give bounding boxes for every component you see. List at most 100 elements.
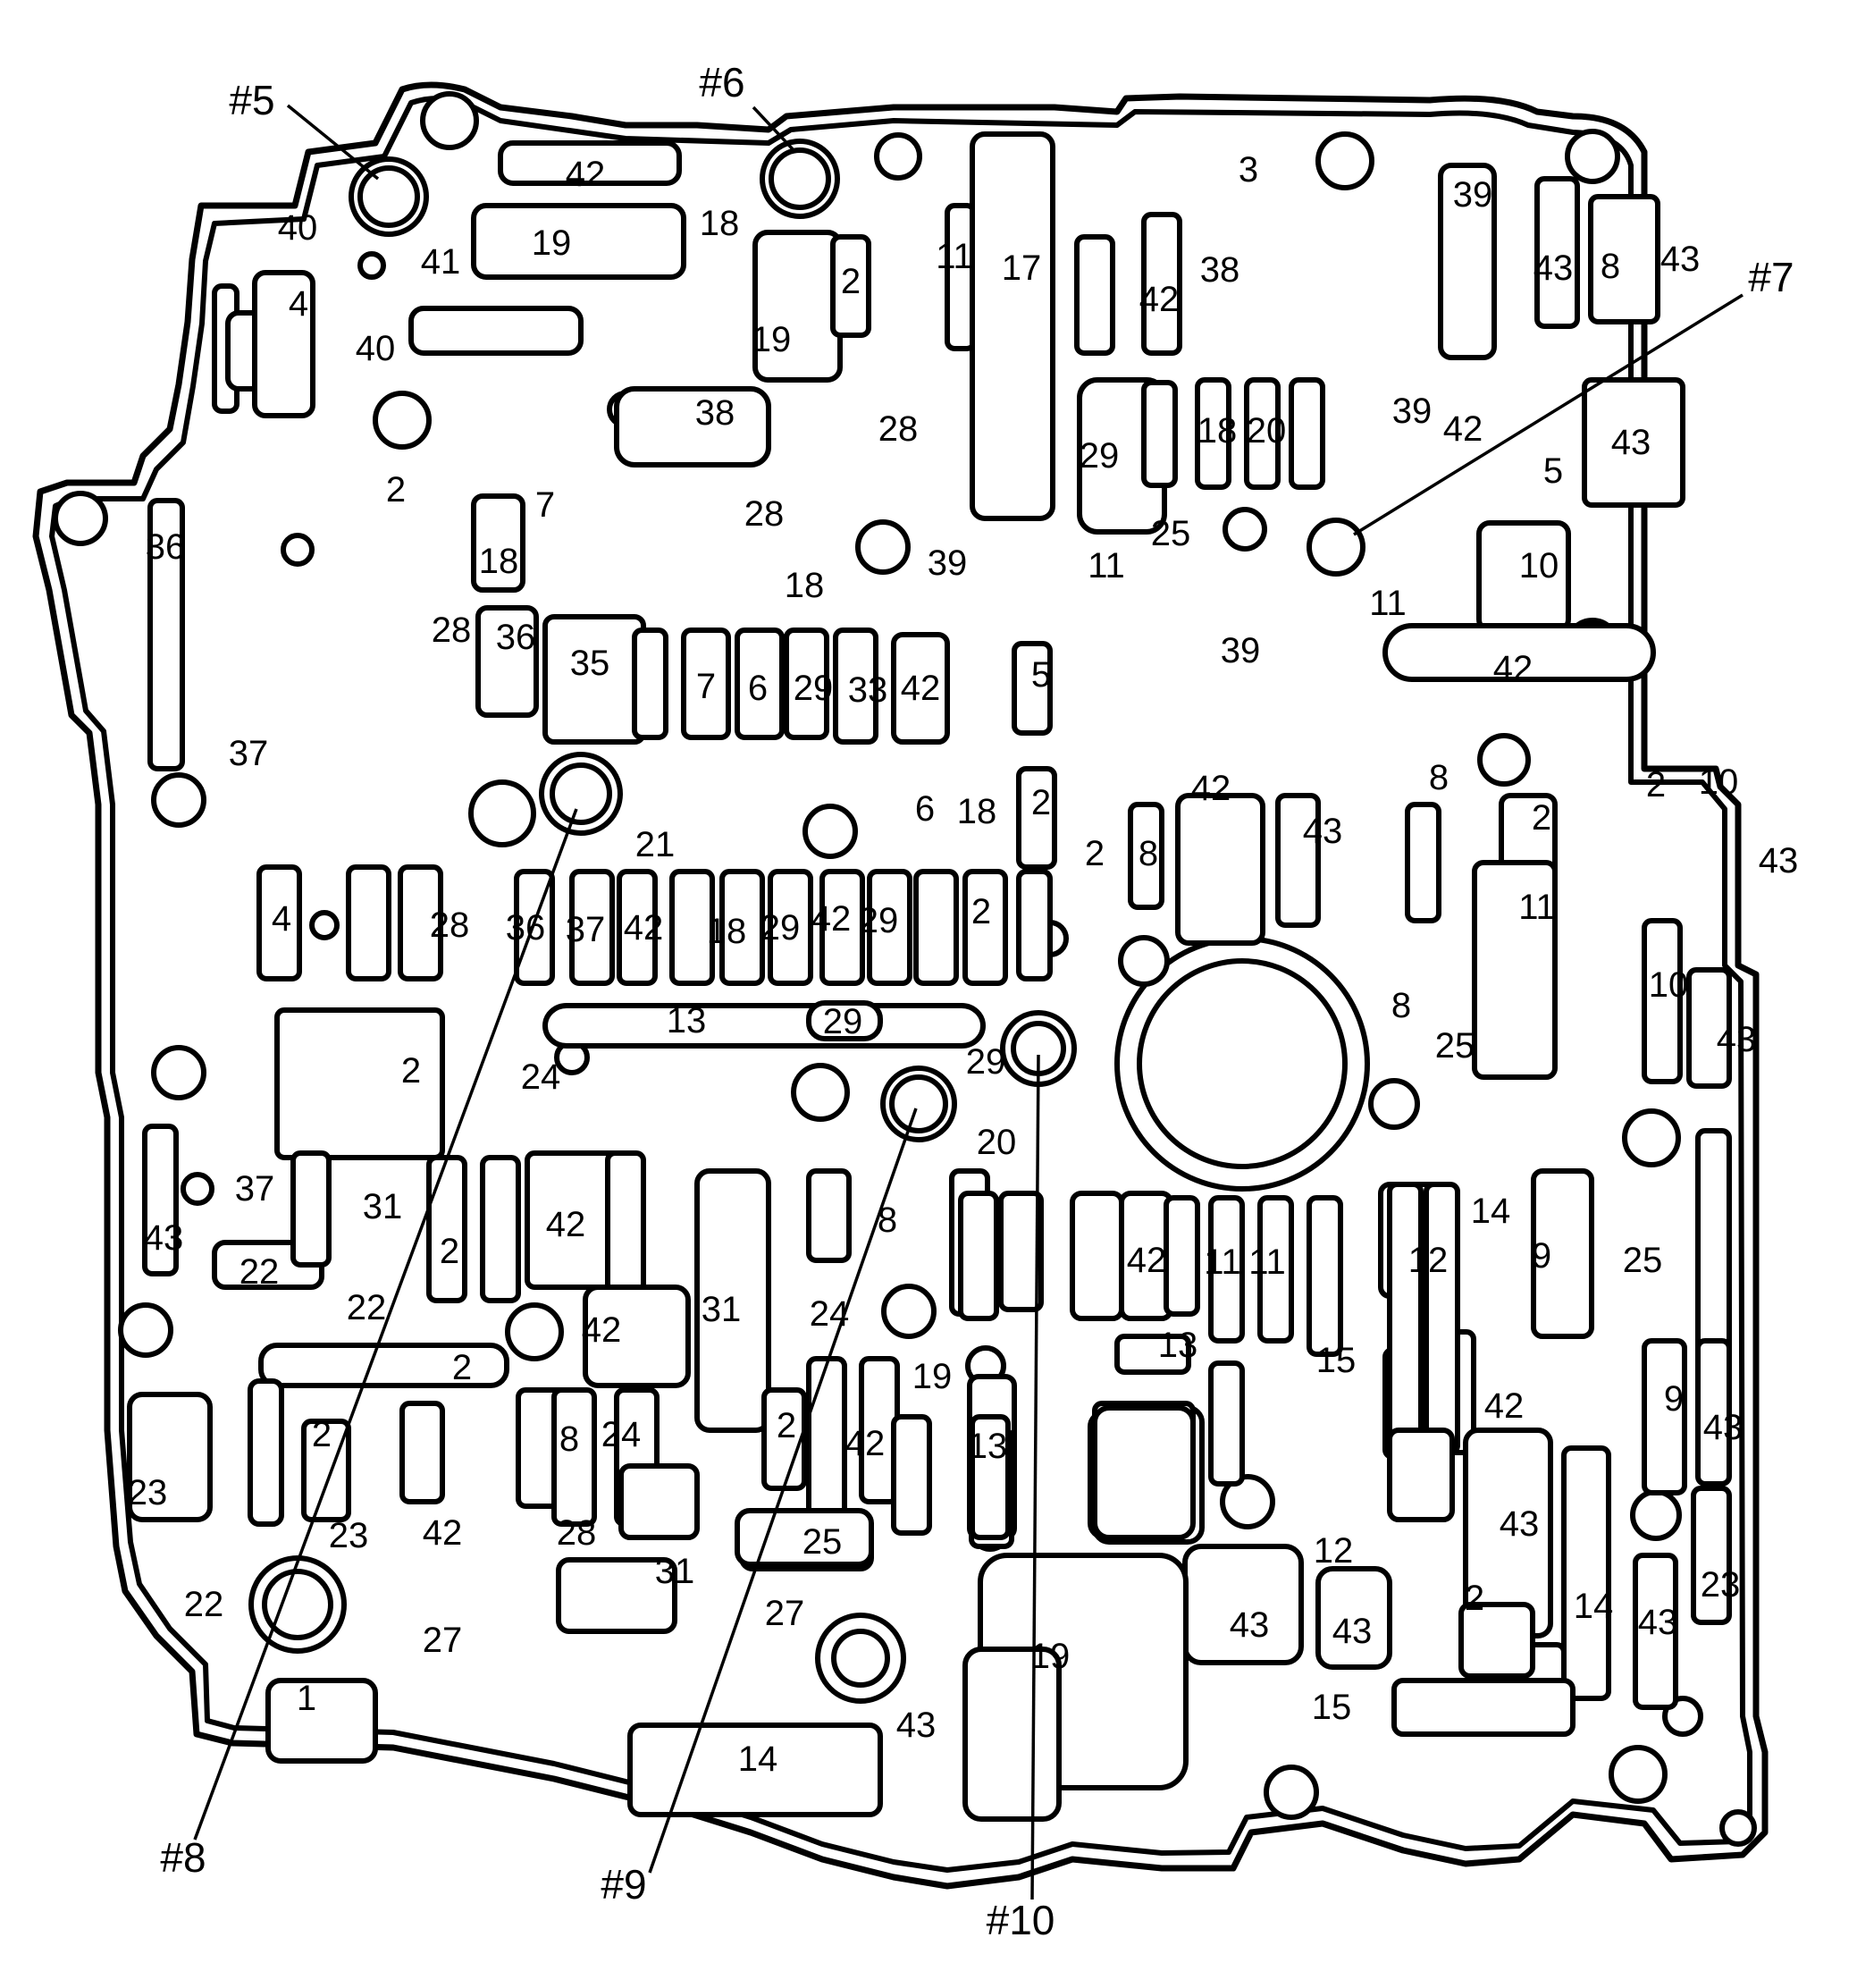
- passage-label: 15: [1316, 1341, 1357, 1380]
- passage-label: 8: [559, 1419, 579, 1459]
- passage-label: 42: [1139, 280, 1180, 319]
- passage-label: 19: [752, 320, 792, 359]
- passage-label: 5: [1543, 451, 1563, 491]
- passage-label: 2: [971, 892, 991, 931]
- passage-label: 22: [347, 1288, 387, 1327]
- passage-label: 7: [535, 485, 555, 525]
- passage-label: 43: [1759, 841, 1799, 880]
- passage-label: 37: [235, 1169, 275, 1209]
- passage-label: 20: [1247, 411, 1287, 451]
- bolt-holes: [53, 91, 1757, 1847]
- passage-label: 22: [184, 1585, 224, 1624]
- passage-label: 18: [700, 204, 740, 243]
- passage-labels: 42 40 19 18 41 2 11 17 42 38 3 39 43 8 4…: [128, 150, 1799, 1779]
- passage-label: 28: [557, 1513, 597, 1553]
- passage-label: 43: [1611, 423, 1651, 462]
- passage-label: 18: [479, 542, 519, 581]
- passage-label: 24: [601, 1415, 642, 1454]
- passage-label: 1: [297, 1679, 316, 1718]
- passage-label: 31: [363, 1187, 403, 1226]
- passage-label: 6: [915, 789, 935, 829]
- passage-label: 43: [896, 1706, 937, 1745]
- passage-label: 2: [1465, 1579, 1484, 1618]
- passage-label: 2: [777, 1406, 796, 1445]
- passage-label: 42: [811, 899, 852, 939]
- passage-label: 42: [845, 1424, 886, 1463]
- passage-label: 17: [1002, 248, 1042, 288]
- passage-label: 31: [702, 1290, 742, 1329]
- passage-label: 21: [635, 825, 676, 864]
- passage-label: 2: [1646, 765, 1666, 804]
- passage-label: 43: [1332, 1612, 1373, 1651]
- central-bore: [1137, 958, 1348, 1169]
- passage-label: 11: [1369, 584, 1407, 623]
- callout-9: #9: [601, 1861, 646, 1908]
- passage-label: 23: [1701, 1565, 1741, 1605]
- passage-label: 38: [695, 393, 735, 433]
- passage-label: 40: [278, 208, 318, 248]
- passage-label: 43: [1717, 1020, 1757, 1059]
- callout-5: #5: [229, 77, 274, 123]
- passage-label: 14: [1471, 1192, 1511, 1231]
- passage-label: 25: [1623, 1241, 1663, 1280]
- passage-label: 8: [1391, 986, 1411, 1025]
- passage-label: 5: [1031, 655, 1051, 695]
- passage-label: 27: [765, 1594, 805, 1633]
- passage-label: 3: [1239, 150, 1258, 190]
- passage-label: 43: [144, 1218, 184, 1258]
- passage-label: 42: [1484, 1386, 1525, 1426]
- passage-label: 4: [289, 284, 308, 324]
- valve-body-inner-outline: [49, 96, 1752, 1873]
- passage-label: 2: [1031, 783, 1051, 822]
- passage-label: 36: [146, 527, 186, 567]
- passage-label: 28: [878, 409, 919, 449]
- callout-leaders: [193, 104, 1744, 1900]
- passage-label: 11: [1204, 1242, 1241, 1282]
- passage-label: 12: [1314, 1531, 1354, 1571]
- passage-label: 43: [1533, 248, 1574, 288]
- passage-label: 43: [1500, 1504, 1540, 1544]
- passage-label: 29: [760, 908, 801, 948]
- valve-body-outline: [32, 81, 1769, 1890]
- passage-label: 39: [928, 543, 968, 583]
- passage-label: 11: [1248, 1242, 1286, 1282]
- passage-label: 19: [1030, 1637, 1071, 1676]
- passage-label: 10: [1699, 762, 1739, 802]
- callout-8: #8: [160, 1834, 206, 1881]
- passage-label: 29: [966, 1042, 1006, 1082]
- callout-7: #7: [1748, 254, 1794, 300]
- passage-label: 15: [1312, 1688, 1352, 1727]
- passage-label: 25: [1435, 1026, 1475, 1066]
- passage-label: 42: [546, 1205, 586, 1244]
- passage-label: 42: [582, 1310, 622, 1350]
- passage-label: 23: [329, 1516, 369, 1555]
- passage-label: 29: [859, 901, 899, 940]
- passage-label: 25: [802, 1522, 843, 1562]
- passage-label: 43: [1230, 1605, 1270, 1645]
- passage-label: 24: [521, 1057, 561, 1097]
- passage-label: 43: [1638, 1603, 1678, 1642]
- passage-label: 39: [1453, 175, 1493, 215]
- passage-label: 2: [401, 1051, 421, 1091]
- passage-label: 8: [1601, 247, 1620, 286]
- passage-label: 23: [128, 1473, 168, 1512]
- passage-label: 22: [239, 1252, 280, 1292]
- passage-label: 7: [696, 667, 716, 706]
- passage-label: 37: [229, 734, 269, 773]
- passage-label: 8: [1139, 834, 1158, 873]
- passage-label: 40: [356, 329, 396, 368]
- passage-label: 37: [566, 910, 606, 949]
- passage-label: 43: [1660, 240, 1701, 279]
- passage-label: 13: [1158, 1326, 1198, 1365]
- passage-label: 41: [421, 242, 461, 282]
- passage-label: 12: [1408, 1241, 1449, 1280]
- passage-label: 18: [707, 912, 747, 951]
- passage-label: 28: [432, 611, 472, 650]
- passage-label: 2: [386, 470, 406, 510]
- passage-label: 42: [1127, 1241, 1167, 1280]
- passage-label: 35: [570, 644, 610, 683]
- passage-label: 2: [452, 1348, 472, 1387]
- passage-label: 11: [936, 237, 973, 276]
- passage-label: 39: [1392, 392, 1433, 431]
